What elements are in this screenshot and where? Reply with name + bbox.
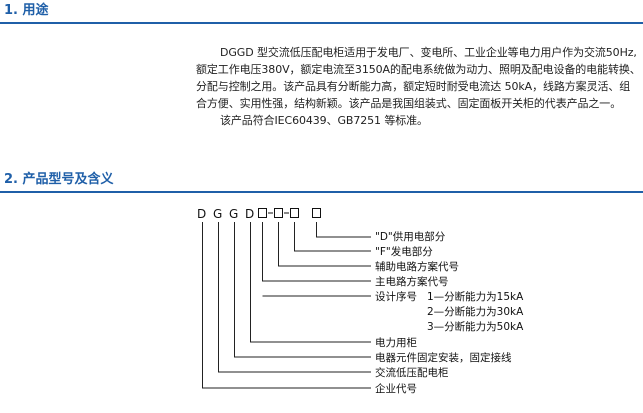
- label-enterprise-code: 企业代号: [375, 382, 417, 395]
- label-seq-2: 2—分断能力为30kA: [427, 305, 524, 318]
- label-ac-lv-cabinet: 交流低压配电柜: [375, 366, 449, 379]
- leader-line-f-gen: [294, 222, 371, 252]
- label-f-gen: "F"发电部分: [375, 245, 433, 258]
- leader-line-ac-lv: [218, 222, 371, 373]
- label-seq-1: 1—分断能力为15kA: [427, 290, 524, 303]
- label-d-supply: "D"供用电部分: [375, 230, 446, 243]
- leader-line-aux: [278, 222, 371, 267]
- usage-line: 合方便、实用性强，结构新颖。该产品是我国组装式、固定面板开关柜的代表产品之一。: [196, 97, 622, 110]
- usage-line: 分配与控制之用。该产品具有分断能力高，额定短时耐受电流达 50kA，线路方案灵活…: [196, 80, 631, 93]
- code-letter-d: D: [245, 207, 254, 221]
- code-letter-g: G: [229, 207, 238, 221]
- label-seq-3: 3—分断能力为50kA: [427, 320, 524, 333]
- label-design-seq: 设计序号: [375, 290, 417, 303]
- code-letter-d: D: [197, 207, 206, 221]
- usage-paragraph: DGGD 型交流低压配电柜适用于发电厂、变电所、工业企业等电力用户作为交流50H…: [196, 44, 641, 129]
- leader-line-fixed: [234, 222, 371, 358]
- usage-line: 该产品符合IEC60439、GB7251 等标准。: [220, 114, 428, 127]
- leader-line-d-supply: [316, 222, 371, 238]
- section-header-usage: 1. 用途: [0, 0, 643, 26]
- code-letter-g: G: [213, 207, 222, 221]
- label-fixed-install: 电器元件固定安装，固定接线: [375, 351, 512, 364]
- placeholder-box-usage: [290, 208, 299, 218]
- placeholder-box-aux-circuit: [274, 208, 283, 218]
- leader-line-power-cabinet: [250, 222, 371, 343]
- section-divider: [0, 191, 643, 193]
- section-header-model: 2. 产品型号及含义: [0, 169, 643, 195]
- leader-line-enterprise: [202, 222, 371, 389]
- label-main-circuit: 主电路方案代号: [375, 275, 449, 288]
- usage-line: 额定工作电压380V，额定电流至3150A的配电系统做为动力、照明及配电设备的电…: [196, 63, 641, 76]
- placeholder-box-main-circuit: [258, 208, 267, 218]
- section-title-model: 2. 产品型号及含义: [4, 172, 114, 187]
- label-aux-circuit: 辅助电路方案代号: [375, 260, 459, 273]
- leader-line-main: [262, 222, 371, 282]
- usage-line: DGGD 型交流低压配电柜适用于发电厂、变电所、工业企业等电力用户作为交流50H…: [220, 46, 637, 59]
- placeholder-box-supply: [312, 208, 321, 218]
- label-power-cabinet: 电力用柜: [375, 336, 417, 349]
- section-divider: [0, 22, 643, 24]
- section-title-usage: 1. 用途: [4, 3, 49, 18]
